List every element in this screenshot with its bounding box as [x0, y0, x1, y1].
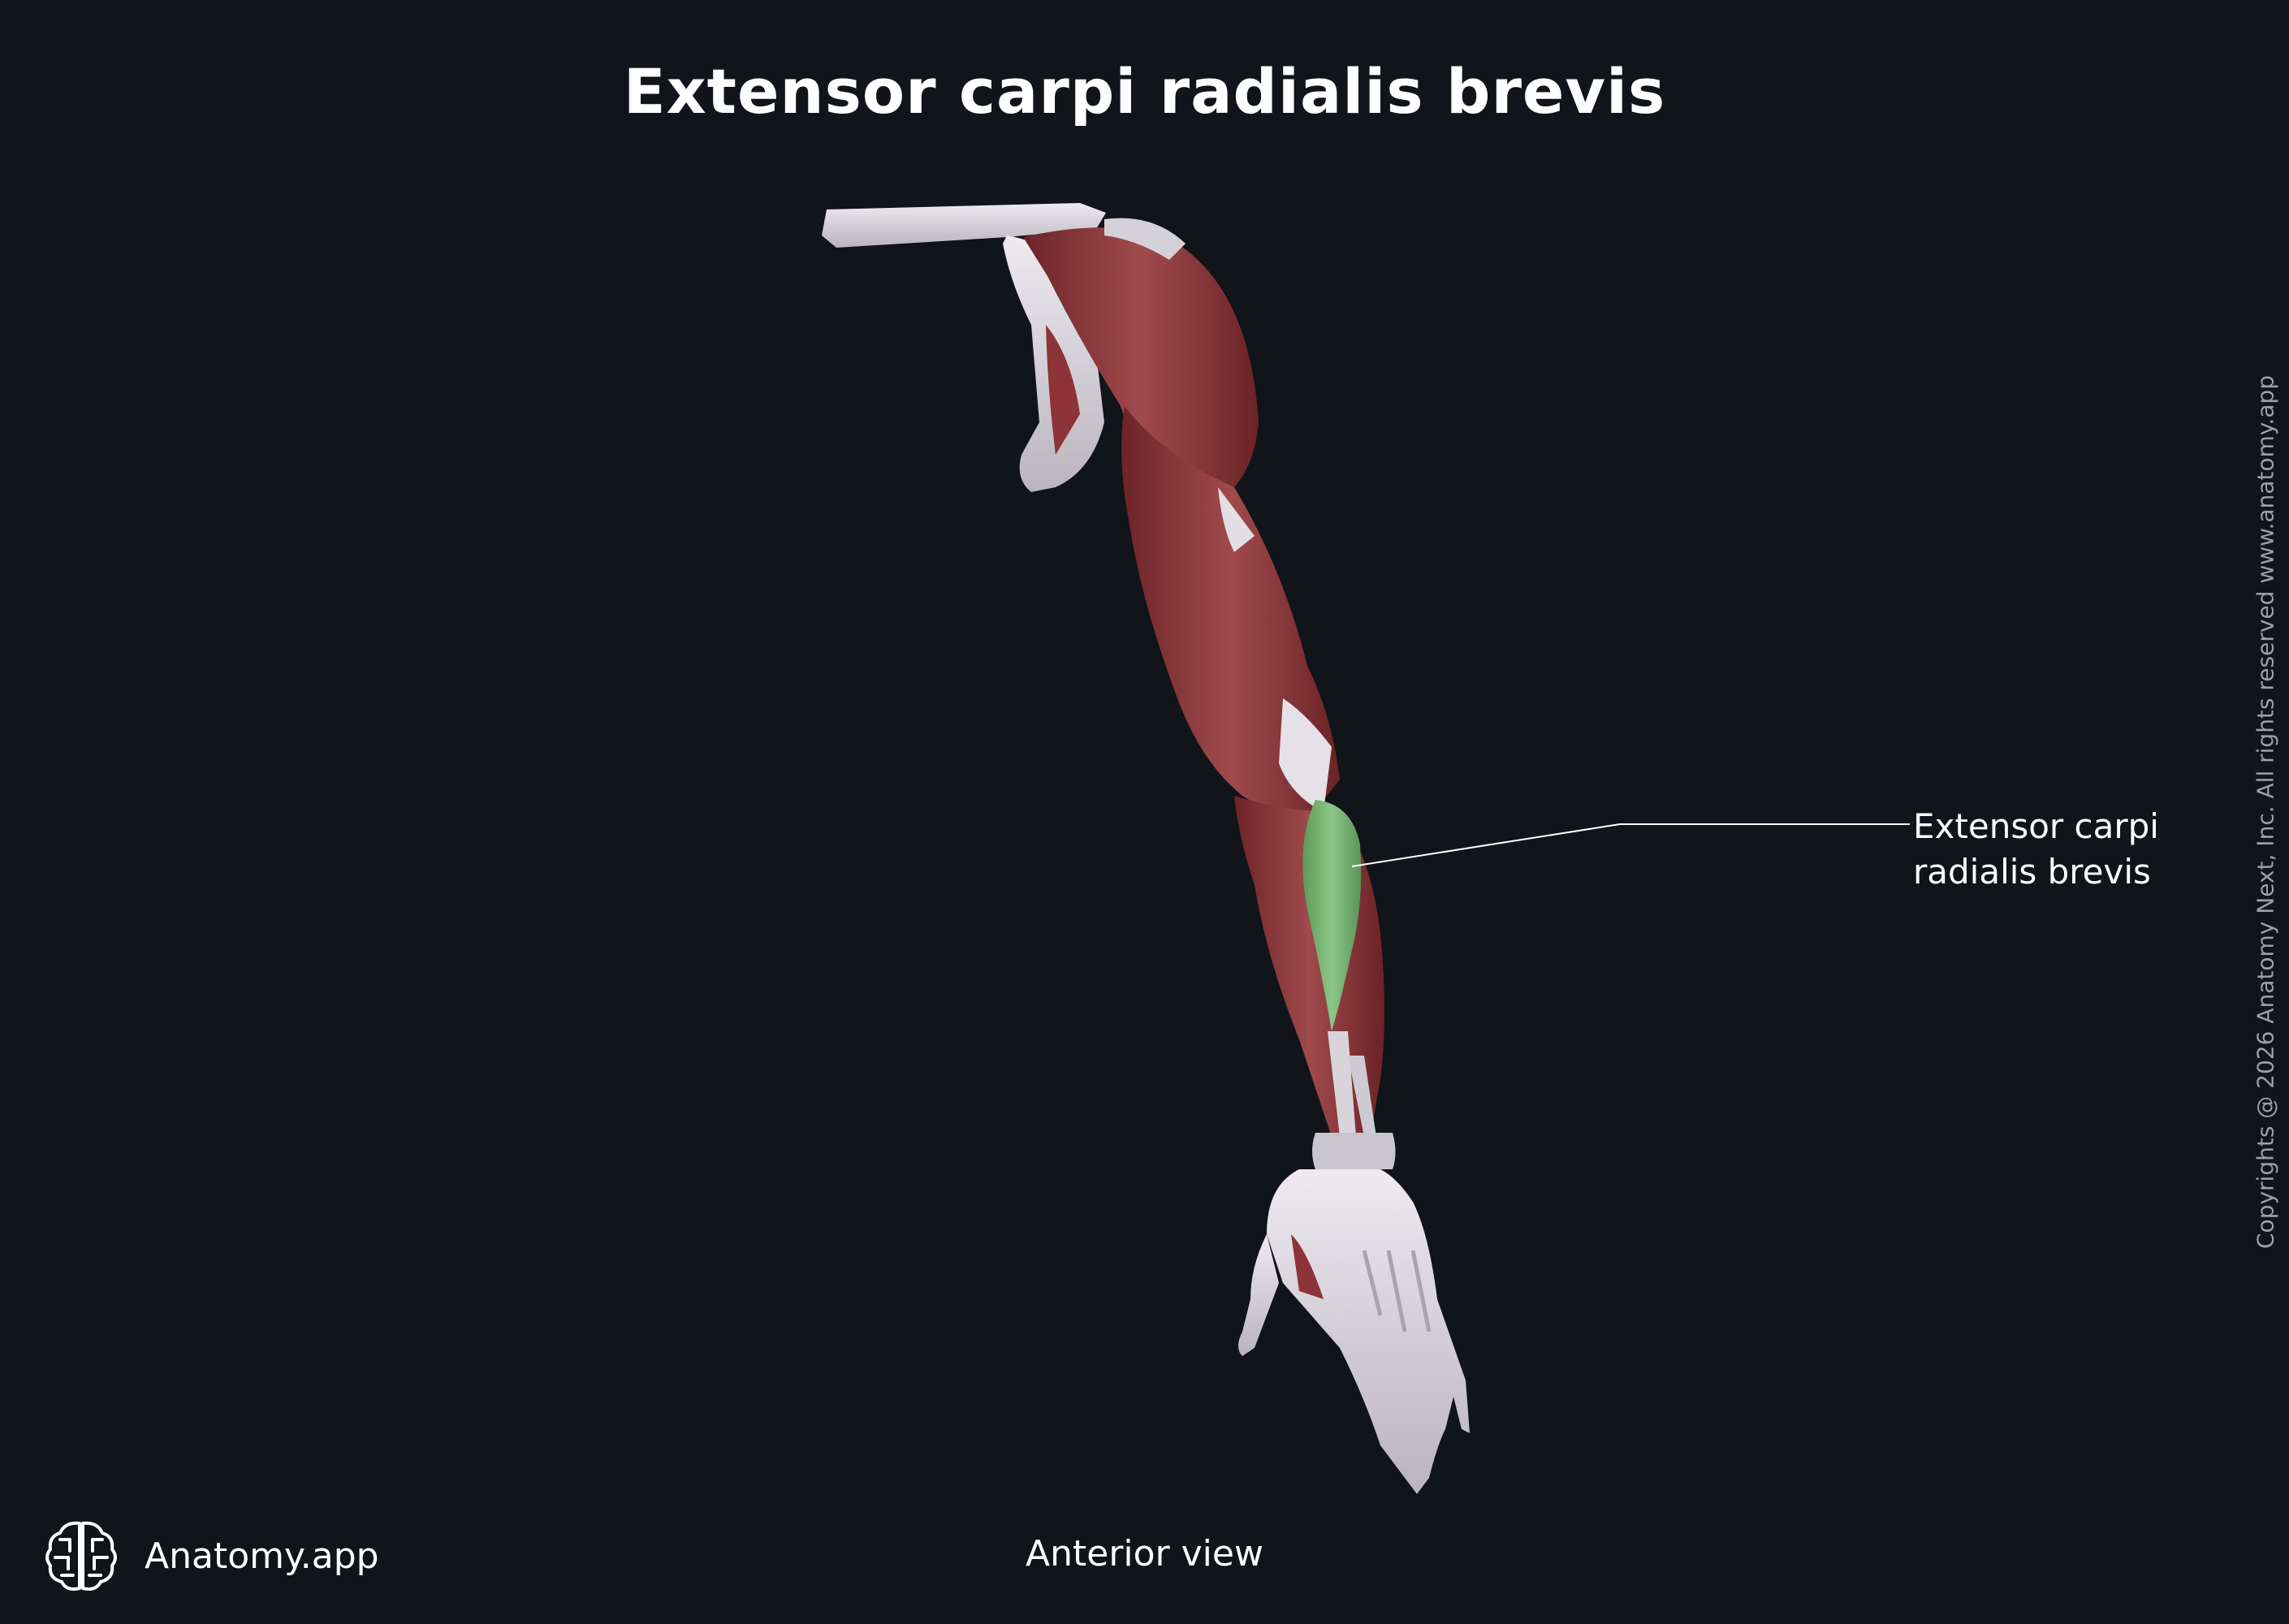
muscle-label-line-2: radialis brevis: [1913, 852, 2151, 892]
extensor-carpi-radialis-brevis-highlight: [1302, 800, 1362, 1031]
wrist-retinaculum: [1312, 1133, 1396, 1169]
copyright-notice: Copyrights @ 2026 Anatomy Next, Inc. All…: [2252, 375, 2279, 1249]
clavicle-bone: [822, 203, 1106, 248]
label-leader-line: [1351, 823, 1910, 867]
brain-icon: [45, 1521, 117, 1591]
hand-bones: [1267, 1169, 1470, 1494]
brand-name: Anatomy.app: [145, 1535, 379, 1577]
brand-logo[interactable]: Anatomy.app: [41, 1515, 379, 1596]
view-caption: Anterior view: [1026, 1533, 1263, 1574]
muscle-label: Extensor carpi radialis brevis: [1913, 804, 2159, 895]
deltoid-muscle: [1023, 227, 1259, 503]
page-title: Extensor carpi radialis brevis: [623, 55, 1666, 127]
muscle-label-line-1: Extensor carpi: [1913, 806, 2159, 846]
